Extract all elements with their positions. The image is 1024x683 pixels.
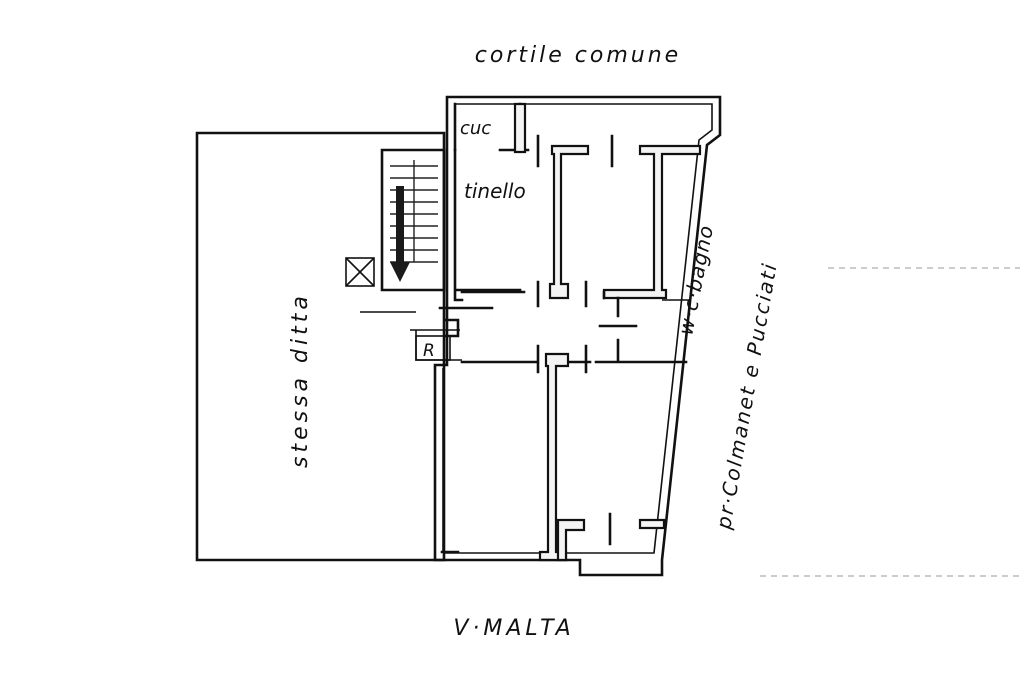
corridor-lower-wall [460,338,688,364]
kitchen-wall-stub [513,102,527,154]
corridor-upper-wall [460,290,620,318]
bathroom-label: w·c·bagno [673,223,718,337]
lift-shaft-box [345,257,375,287]
entry-door-marks [438,306,494,338]
street-label: V·MALTA [453,616,574,641]
apartment-outer-wall-inner [443,103,713,554]
riser-label: R [423,341,435,361]
door-jamb-marks-lower [536,324,638,374]
wall-stub-lower-right [638,518,666,530]
door-jamb-marks-bottom [440,512,612,554]
riser-box [415,335,451,361]
partition-lower-right-stub [556,518,586,562]
dining-left-wall [453,148,522,302]
bathroom-strip [662,153,700,301]
door-jamb-marks-upper [536,134,614,308]
apartment-outer-wall [433,95,722,577]
dining-label: tinello [464,179,526,203]
stair-core-wall [380,148,446,292]
west-property-label: stessa ditta [288,292,313,468]
partition-center-upper [548,144,590,300]
east-property-label: pr·Colmanet e Pucciati [711,260,782,532]
kitchen-label: cuc [460,118,491,139]
north-court-label: cortile comune [475,43,681,68]
stair-arrow [390,186,410,282]
west-property-outline [195,131,446,562]
